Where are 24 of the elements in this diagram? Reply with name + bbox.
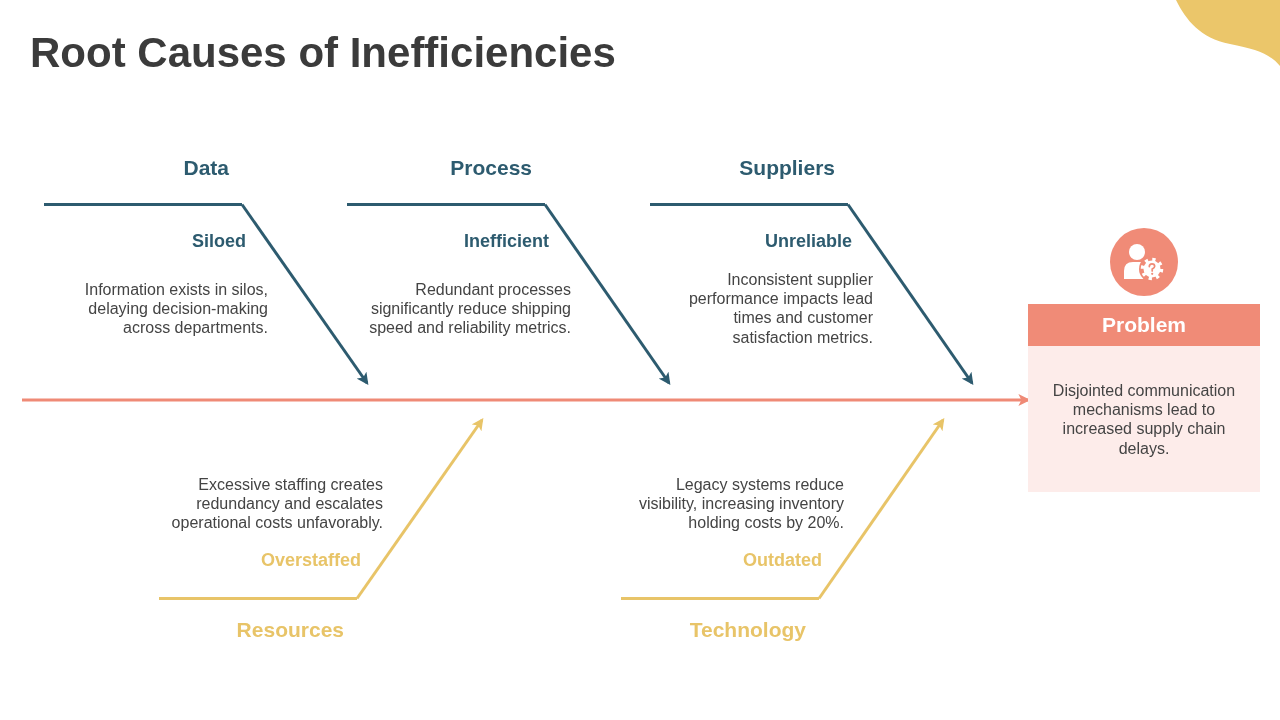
problem-box [1028,304,1260,492]
bone-arrow [240,203,369,385]
cause-description: Excessive staffing creates redundancy and escalates operational costs unfavorably. [170,475,383,533]
cause-description: Legacy systems reduce visibility, increasing inventory holding costs by 20%. [637,475,844,533]
category-label: Suppliers [650,156,848,206]
slide-title: Root Causes of Inefficiencies [30,29,616,77]
bone-arrow [355,418,484,600]
category-label: Technology [621,597,819,642]
bone-arrow [846,203,974,385]
problem-description: Disjointed communication mechanisms lead to increased supply chain delays. [1051,381,1237,458]
bone-arrow [543,203,671,385]
category-label: Process [347,156,545,206]
cause-description: Redundant processes significantly reduce shipping speed and reliability metrics. [368,280,571,338]
cause-label: Outdated [742,549,822,571]
cause-description: Information exists in silos, delaying decision-making across departments. [83,280,268,338]
category-label: Data [44,156,242,206]
bone-arrow [817,418,945,600]
cause-description: Inconsistent supplier performance impacts lead times and customer satisfaction metrics. [687,270,873,347]
cause-label: Overstaffed [259,549,361,571]
problem-heading: Problem [1028,304,1260,346]
cause-label: Siloed [191,230,246,252]
cause-label: Inefficient [463,230,549,252]
category-label: Resources [159,597,357,642]
cause-label: Unreliable [763,230,852,252]
